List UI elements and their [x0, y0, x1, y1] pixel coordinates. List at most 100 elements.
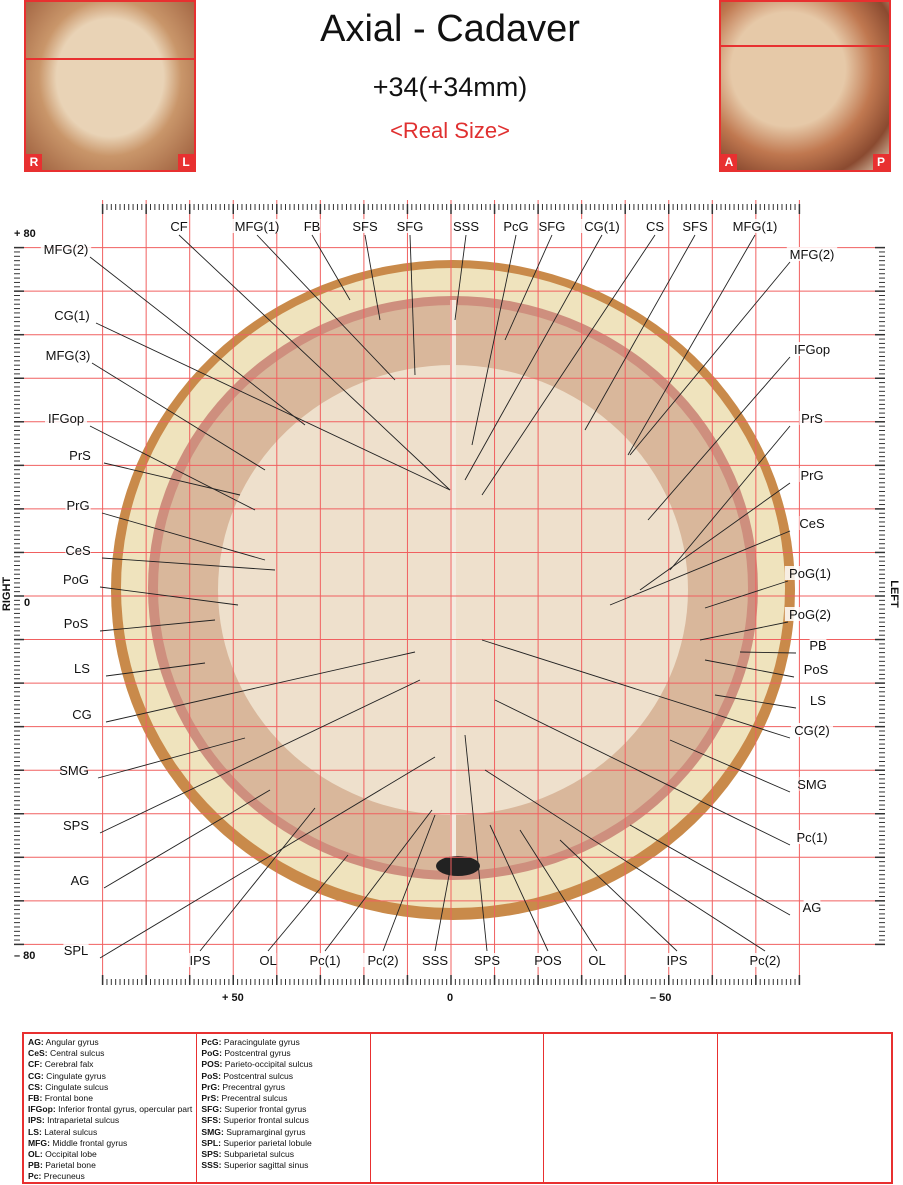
leader-line [471, 234, 517, 446]
structure-label-cg1: CG(1) [54, 308, 89, 323]
structure-label-sss: SSS [453, 219, 479, 234]
structure-label-cg2: CG(2) [794, 723, 829, 738]
label-background [187, 953, 213, 967]
label-background [63, 572, 89, 586]
leader-line [739, 651, 797, 654]
leader-line [609, 530, 791, 606]
legend-column-3 [371, 1034, 545, 1182]
leader-line [714, 694, 797, 709]
corner-label-p: P [873, 154, 889, 170]
structure-label-pc1: Pc(1) [309, 953, 340, 968]
leader-line [629, 824, 791, 916]
structure-label-fb: FB [304, 219, 321, 234]
leader-line [484, 769, 766, 952]
legend-entry: SPL: Superior parietal lobule [201, 1138, 365, 1149]
structure-label-sfg: SFG [397, 219, 424, 234]
label-background [304, 953, 346, 967]
structure-label-prs: PrS [69, 448, 91, 463]
legend-meaning: Precentral gyrus [220, 1081, 285, 1092]
leader-line [95, 322, 451, 491]
slice-position: +34(+34mm) [372, 72, 528, 102]
label-background [664, 953, 690, 967]
legend-entry: SFS: Superior frontal sulcus [201, 1115, 365, 1126]
legend-entry: SMG: Supramarginal gyrus [201, 1127, 365, 1138]
legend-entry: PoS: Postcentral sulcus [201, 1071, 365, 1082]
legend-abbr: POS: [201, 1059, 223, 1070]
sagittal-thumbnail: A P [719, 0, 891, 172]
structure-label-prg: PrG [800, 468, 823, 483]
leader-line [699, 621, 789, 641]
legend-entry: LS: Lateral sulcus [28, 1127, 192, 1138]
leader-line [434, 869, 451, 952]
leader-line [105, 651, 416, 723]
legend-abbr: PrG: [201, 1081, 221, 1092]
legend-entry: PcG: Paracingulate gyrus [201, 1037, 365, 1048]
label-background [303, 219, 321, 233]
leader-line [464, 734, 488, 952]
axis-label-minus-80: – 80 [14, 950, 36, 962]
x-tick-zero: 0 [447, 992, 454, 1004]
legend-abbr: PoG: [201, 1048, 222, 1059]
leader-line [105, 662, 206, 677]
leader-line [704, 580, 789, 609]
legend-abbr: PB: [28, 1160, 43, 1171]
structure-label-ls: LS [74, 661, 90, 676]
structure-label-sfg: SFG [539, 219, 566, 234]
label-background [786, 247, 838, 261]
legend-meaning: Occipital lobe [42, 1149, 97, 1160]
structure-label-pog: PoG [63, 572, 89, 587]
leader-line [89, 425, 256, 511]
structure-label-pos: PoS [64, 616, 89, 631]
structure-label-ces: CeS [799, 516, 825, 531]
structure-label-pb: PB [809, 638, 826, 653]
legend-abbr: FB: [28, 1093, 43, 1104]
legend-meaning: Cingulate gyrus [43, 1070, 106, 1081]
structure-label-sss: SSS [422, 953, 448, 968]
legend-entry: PB: Parietal bone [28, 1160, 192, 1171]
structure-label-smg: SMG [59, 763, 89, 778]
leader-line [267, 854, 349, 952]
structure-label-pos: POS [534, 953, 562, 968]
label-background [352, 219, 378, 233]
leader-line [382, 814, 436, 952]
leader-line [669, 739, 791, 793]
leader-line [256, 234, 396, 381]
legend-meaning: Superior parietal lobule [220, 1137, 312, 1148]
structure-label-ag: AG [803, 900, 822, 915]
leader-line [199, 807, 316, 952]
side-label-left: LEFT [887, 580, 900, 608]
structure-label-ifgop: IFGop [794, 342, 830, 357]
leader-lines [89, 234, 797, 959]
structure-label-ol: OL [259, 953, 276, 968]
legend-meaning: Postcentral gyrus [221, 1048, 291, 1059]
label-background [362, 953, 404, 967]
leader-line [178, 234, 451, 491]
legend-meaning: Parietal bone [42, 1160, 96, 1171]
label-background [791, 723, 833, 737]
structure-label-ips: IPS [190, 953, 211, 968]
label-background [791, 830, 833, 844]
corner-label-r: R [26, 154, 42, 170]
legend-abbr: Pc: [28, 1171, 42, 1182]
leader-line [464, 234, 603, 481]
rulers [14, 204, 885, 985]
structure-label-pog2: PoG(2) [789, 607, 831, 622]
page-title: Axial - Cadaver [320, 8, 580, 50]
legend-meaning: Precuneus [41, 1171, 85, 1182]
structure-label-smg: SMG [797, 777, 827, 792]
legend-meaning: Precentral sulcus [219, 1093, 288, 1104]
legend-entry: IPS: Intraparietal sulcus [28, 1115, 192, 1126]
leader-line [99, 679, 421, 834]
legend-abbr: CG: [28, 1070, 44, 1081]
label-background [73, 707, 91, 721]
leader-line [489, 824, 549, 952]
legend-abbr: SFG: [201, 1104, 222, 1115]
leader-line [101, 557, 276, 571]
legend-abbr: CF: [28, 1059, 43, 1070]
legend-abbr: IFGop: [28, 1104, 56, 1115]
side-label-right: RIGHT [1, 576, 14, 612]
legend-meaning: Superior frontal gyrus [221, 1104, 307, 1115]
